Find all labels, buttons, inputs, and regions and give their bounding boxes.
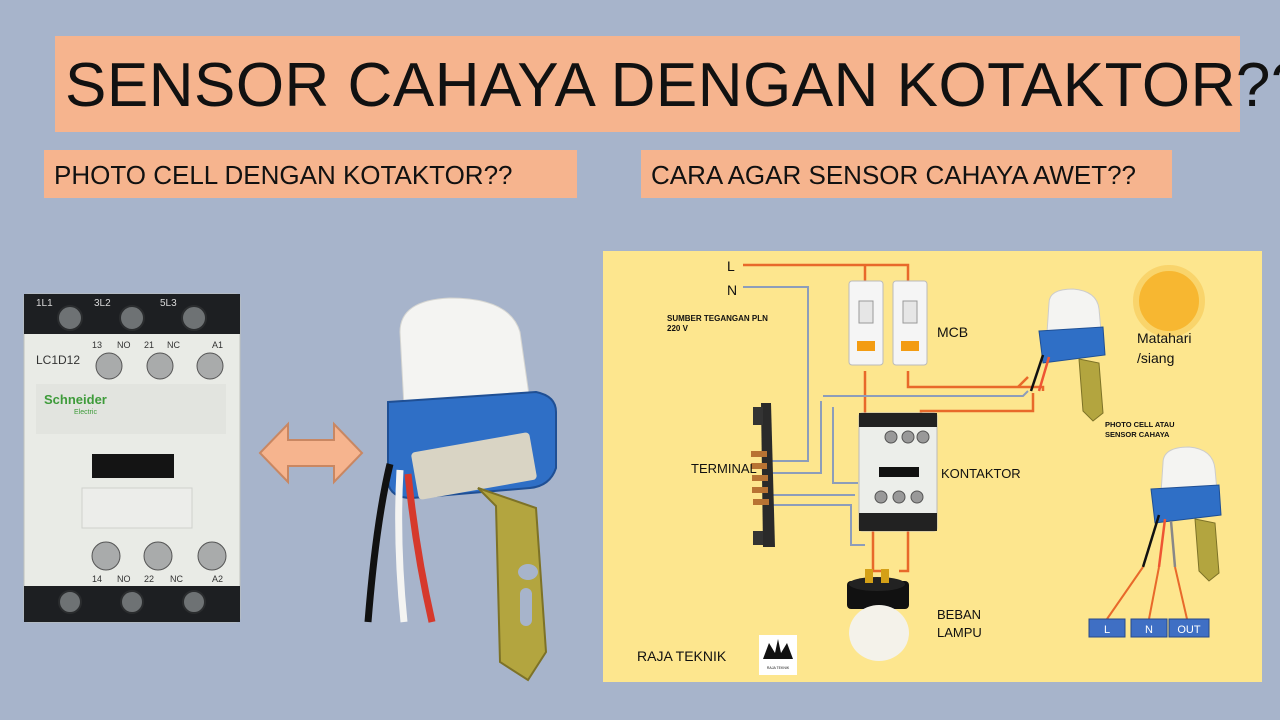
sensor-label	[411, 432, 537, 500]
contactor-window	[92, 454, 174, 478]
aux-label: NC	[170, 574, 183, 584]
aux-label: 13	[92, 340, 102, 350]
brand-label: RAJA TEKNIK	[637, 648, 727, 664]
screw-icon	[143, 541, 173, 571]
aux-label: A1	[212, 340, 223, 350]
screw-icon	[120, 590, 144, 614]
screw-icon	[181, 305, 207, 331]
load-label: BEBAN	[937, 607, 981, 622]
output-l-label: L	[1104, 624, 1110, 636]
sensor-dome	[399, 297, 531, 408]
photocell-label-2: SENSOR CAHAYA	[1105, 430, 1170, 439]
crown-icon	[763, 639, 793, 659]
aux-label: A2	[212, 574, 223, 584]
subtitle-right: CARA AGAR SENSOR CAHAYA AWET??	[651, 160, 1136, 190]
top-terminal-label: 1L1	[36, 298, 53, 309]
terminal-label: TERMINAL	[691, 461, 757, 476]
sun-icon	[1133, 265, 1205, 337]
line-l-label: L	[727, 258, 735, 274]
output-terminal-l: L	[1088, 618, 1126, 638]
screw-icon	[91, 541, 121, 571]
line-n-label: N	[727, 282, 737, 298]
photocell-sensor-bottom	[1141, 446, 1222, 582]
output-wires	[1106, 566, 1188, 620]
screw-icon	[95, 352, 123, 380]
aux-label: NC	[167, 340, 180, 350]
aux-label: 22	[144, 574, 154, 584]
aux-label: 21	[144, 340, 154, 350]
mcb-breaker	[848, 280, 928, 366]
title-banner: SENSOR CAHAYA DENGAN KOTAKTOR??	[55, 36, 1280, 132]
contactor-photo: 1L1 3L2 5L3 13 NO 21 NC A1 LC1D12 Schnei…	[23, 293, 241, 623]
contactor-slider	[81, 487, 193, 529]
kontaktor-label: KONTAKTOR	[941, 466, 1021, 481]
terminal-strip	[751, 403, 775, 547]
aux-label: NO	[117, 340, 131, 350]
screw-icon	[196, 352, 224, 380]
screw-icon	[146, 352, 174, 380]
mounting-bracket	[477, 487, 548, 682]
brand-logo-text: RAJA TEKNIK	[767, 666, 790, 670]
source-label: SUMBER TEGANGAN PLN	[667, 314, 768, 323]
output-terminal-out: OUT	[1168, 618, 1210, 638]
photocell-photo	[364, 297, 557, 682]
screw-icon	[119, 305, 145, 331]
photocell-sensor-top	[1029, 288, 1106, 422]
top-terminal-label: 3L2	[94, 298, 111, 309]
photocell-label: PHOTO CELL ATAU	[1105, 420, 1175, 429]
wire-red	[404, 473, 436, 623]
screw-icon	[197, 541, 227, 571]
sun-label: Matahari	[1137, 330, 1191, 346]
page-title: SENSOR CAHAYA DENGAN KOTAKTOR??	[65, 51, 1280, 120]
sun-label-2: /siang	[1137, 350, 1174, 366]
output-n-label: N	[1145, 624, 1153, 636]
aux-label: 14	[92, 574, 102, 584]
contactor-brand-sub: Electric	[74, 409, 97, 416]
diagram-contactor	[858, 412, 938, 532]
mcb-label: MCB	[937, 324, 968, 340]
subtitle-right-banner: CARA AGAR SENSOR CAHAYA AWET??	[641, 150, 1172, 198]
double-arrow-icon	[258, 421, 364, 485]
output-out-label: OUT	[1177, 624, 1201, 636]
subtitle-left-banner: PHOTO CELL DENGAN KOTAKTOR??	[44, 150, 577, 198]
wiring-diagram: L N SUMBER TEGANGAN PLN 220 V MCB Mataha…	[603, 251, 1262, 682]
top-terminal-label: 5L3	[160, 298, 177, 309]
neutral-wires	[743, 286, 1029, 546]
source-voltage: 220 V	[667, 324, 689, 333]
screw-icon	[57, 305, 83, 331]
subtitle-left: PHOTO CELL DENGAN KOTAKTOR??	[54, 160, 513, 190]
wire-white	[395, 469, 408, 623]
load-label-2: LAMPU	[937, 625, 982, 640]
aux-label: NO	[117, 574, 131, 584]
bracket-hole	[518, 564, 538, 580]
screw-icon	[58, 590, 82, 614]
wire-black	[364, 463, 394, 623]
bracket-slot	[520, 588, 532, 626]
contactor-brand: Schneider	[44, 392, 107, 407]
output-terminal-n: N	[1130, 618, 1168, 638]
contactor-model: LC1D12	[36, 353, 80, 367]
lamp-icon	[847, 569, 909, 661]
screw-icon	[182, 590, 206, 614]
contactor-front-panel	[36, 384, 226, 434]
